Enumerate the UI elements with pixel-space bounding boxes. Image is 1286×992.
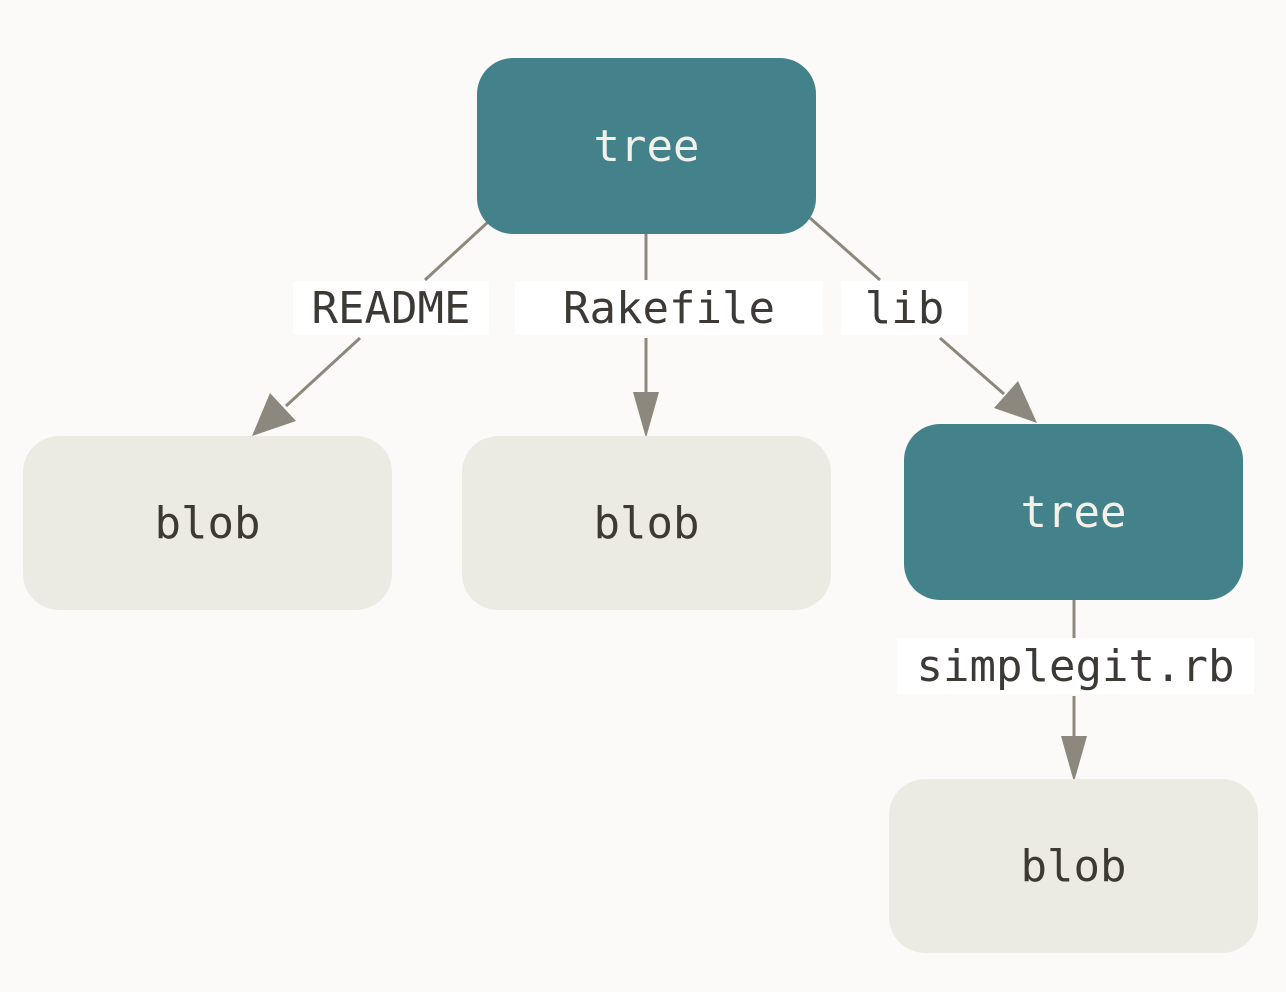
blob-readme-label: blob	[154, 497, 261, 549]
edge-label-lib: lib	[841, 281, 968, 335]
blob-simplegit-node: blob	[889, 779, 1258, 953]
edge-lib-upper	[809, 216, 881, 282]
edge-label-simplegit-text: simplegit.rb	[916, 640, 1235, 692]
edge-readme-arrowhead	[252, 393, 296, 436]
edge-readme-upper	[423, 220, 490, 282]
edge-label-lib-text: lib	[864, 282, 945, 334]
edge-readme-lower	[284, 336, 362, 408]
blob-rakefile-label: blob	[593, 497, 700, 549]
lib-tree-node: tree	[904, 424, 1243, 600]
edge-lib-arrowhead	[994, 381, 1037, 423]
blob-readme-node: blob	[23, 436, 392, 610]
edge-label-simplegit: simplegit.rb	[897, 638, 1254, 694]
edge-label-readme: README	[293, 281, 489, 335]
edge-rakefile-arrowhead	[633, 392, 659, 438]
root-tree-label: tree	[593, 120, 700, 172]
root-tree-node: tree	[477, 58, 816, 234]
edge-label-rakefile-text: Rakefile	[563, 282, 775, 334]
blob-rakefile-node: blob	[462, 436, 831, 610]
edge-simplegit-arrowhead	[1061, 736, 1087, 782]
blob-simplegit-label: blob	[1020, 840, 1127, 892]
edge-lib-lower	[939, 336, 1005, 396]
lib-tree-label: tree	[1020, 486, 1127, 538]
edge-label-readme-text: README	[311, 282, 471, 334]
edge-label-rakefile: Rakefile	[515, 281, 823, 335]
